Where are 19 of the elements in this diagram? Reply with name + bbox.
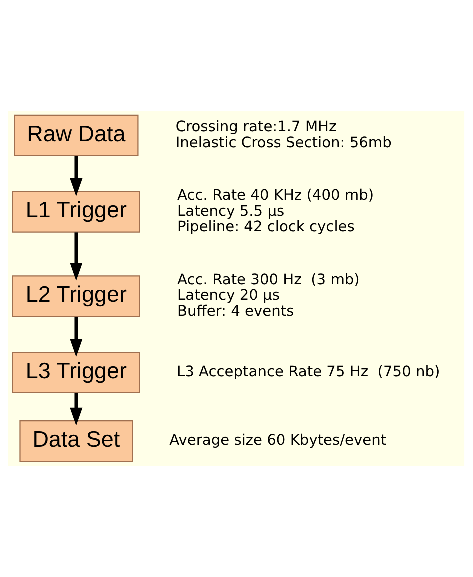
node-label: Average size 60 Kbytes/event	[170, 432, 387, 450]
node-label: Buffer: 4 events	[178, 302, 294, 320]
arrow	[70, 156, 83, 196]
arrow	[70, 232, 83, 282]
node-box: L2 Trigger	[12, 276, 140, 318]
node-label: Pipeline: 42 clock cycles	[178, 218, 355, 236]
node-label: L3 Acceptance Rate 75 Hz (750 nb)	[176, 364, 440, 381]
node-box: Raw Data	[14, 114, 139, 156]
node-label: Crossing rate:1.7 MHz	[176, 118, 337, 136]
node-label: Inelastic Cross Section: 56mb	[176, 134, 392, 152]
arrow	[70, 393, 83, 426]
arrow	[70, 316, 83, 358]
node-label: Acc. Rate 300 Hz (3 mb)	[178, 271, 360, 288]
node-box: L1 Trigger	[12, 191, 140, 233]
node-label: Acc. Rate 40 KHz (400 mb)	[178, 187, 374, 204]
node-box: Data Set	[20, 420, 134, 462]
node-label: Latency 5.5 µs	[178, 202, 285, 220]
node-box: L3 Trigger	[12, 352, 140, 394]
node-label: Latency 20 µs	[178, 287, 280, 304]
